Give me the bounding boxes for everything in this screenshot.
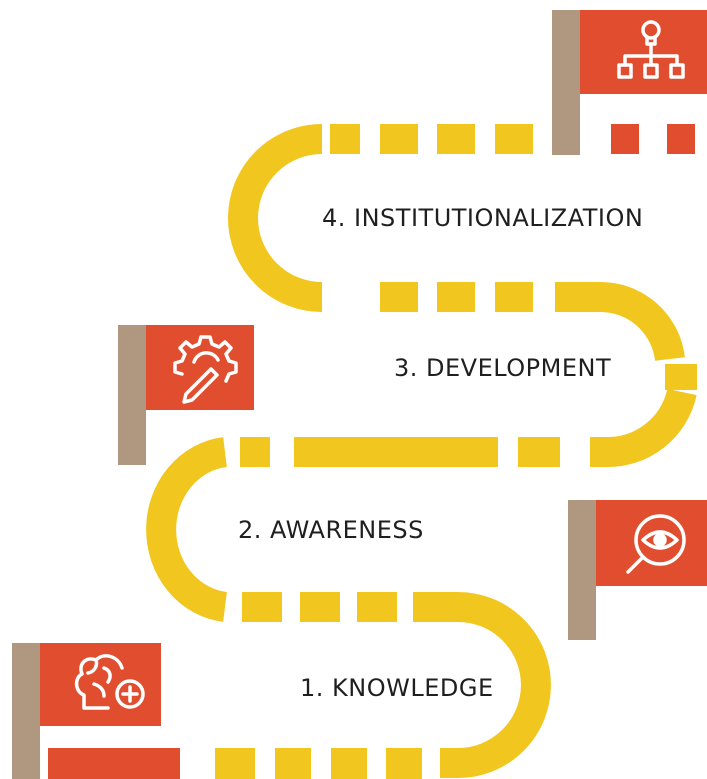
gear-pencil-icon	[173, 335, 238, 404]
stage-1-label: 1. KNOWLEDGE	[300, 674, 494, 702]
flag-pole	[12, 643, 40, 779]
flag-pole	[568, 500, 596, 640]
eye-magnifier-icon	[626, 514, 686, 574]
road-curve-right-lower-stage-3	[590, 388, 697, 467]
stage-2-label: 2. AWARENESS	[238, 516, 424, 544]
road-segment-stage-2	[242, 592, 458, 622]
road-segment-stage-3	[240, 437, 560, 467]
road-curve-left-stage-2	[146, 437, 228, 622]
road-dash-right	[665, 364, 697, 390]
flag-pole	[118, 325, 146, 465]
flag-cloth	[596, 500, 707, 586]
flag-stage-4	[552, 10, 707, 155]
flag-pole	[552, 10, 580, 155]
road-segment-stage-1	[48, 748, 422, 779]
flag-stage-1	[12, 643, 161, 779]
brain-plus-icon	[74, 654, 145, 710]
road-curve-left-stage-4	[228, 124, 323, 312]
hierarchy-lightbulb-icon	[617, 20, 685, 79]
road-curve-right-stage-1	[440, 592, 551, 778]
flag-stage-3	[118, 325, 254, 465]
stage-3-label: 3. DEVELOPMENT	[394, 354, 612, 382]
road-segment-stage-4	[330, 124, 533, 312]
road-curve-right-stage-3	[555, 281, 685, 362]
flag-cloth	[580, 10, 707, 94]
stage-4-label: 4. INSTITUTIONALIZATION	[322, 204, 644, 232]
flag-stage-2	[568, 500, 707, 640]
